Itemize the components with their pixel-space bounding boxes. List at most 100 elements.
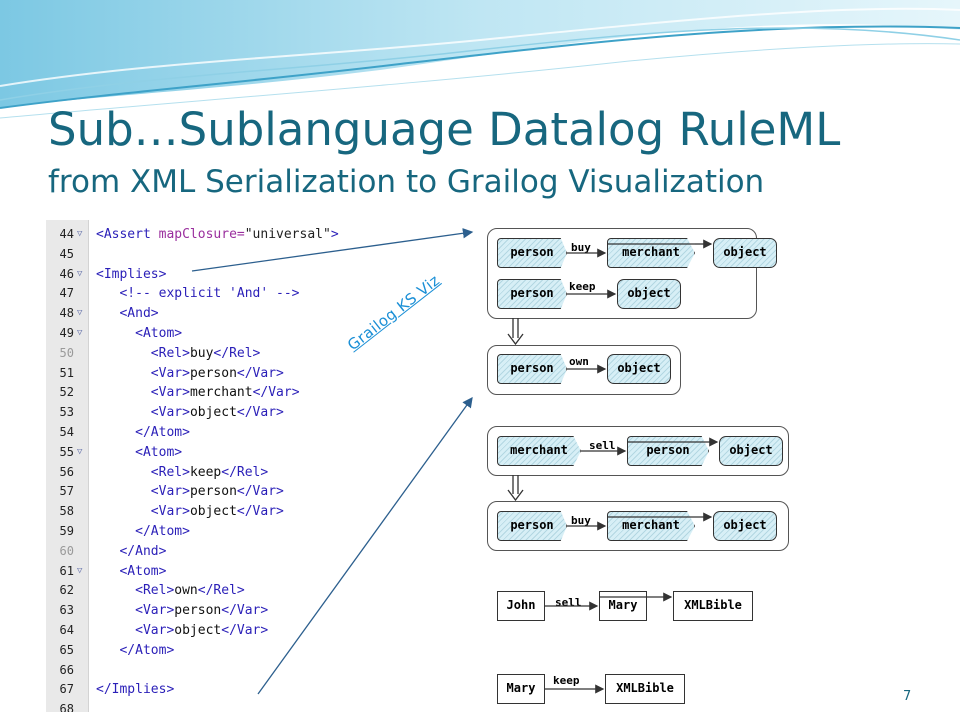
code-text: <Var>person</Var> <box>135 603 269 619</box>
node-merchant: merchant <box>607 511 695 541</box>
fact-node-john: John <box>497 591 545 621</box>
line-number: 62 <box>59 583 74 598</box>
fold-toggle-icon[interactable]: ▽ <box>77 565 83 576</box>
fold-toggle-icon[interactable]: ▽ <box>77 328 83 338</box>
relation-label-buy: buy <box>571 514 591 527</box>
code-line: 54 </Atom> <box>46 423 428 443</box>
code-text: </Atom> <box>135 524 190 539</box>
code-line: 49▽ <Atom> <box>46 324 428 344</box>
code-line: 50 <Rel>buy</Rel> <box>46 344 428 364</box>
code-text: <And> <box>119 306 159 322</box>
fold-toggle-icon[interactable]: ▽ <box>77 268 83 279</box>
grailog-diagram: person merchant object buy person object… <box>473 214 845 712</box>
node-object: object <box>719 436 783 466</box>
line-number: 49 <box>59 326 74 340</box>
code-line: 47 <!-- explicit 'And' --> <box>46 284 428 304</box>
code-text: <Var>merchant</Var> <box>150 385 300 401</box>
code-line: 61▽ <Atom> <box>46 562 428 582</box>
diagram-edges <box>507 239 719 694</box>
code-text: <Atom> <box>135 326 183 341</box>
line-number: 63 <box>59 603 74 618</box>
relation-label-sell: sell <box>589 439 616 452</box>
fold-toggle-icon[interactable]: ▽ <box>77 446 83 457</box>
code-line: 64 <Var>object</Var> <box>46 621 428 641</box>
slide-title: Sub…Sublanguage Datalog RuleML <box>48 103 841 156</box>
line-number: 57 <box>59 484 74 499</box>
line-number: 64 <box>59 623 74 637</box>
node-object: object <box>713 511 777 541</box>
code-text: <Var>person</Var> <box>150 484 284 500</box>
code-text: </Atom> <box>135 425 190 440</box>
line-number: 59 <box>59 524 74 538</box>
line-number: 56 <box>59 464 74 479</box>
line-number: 65 <box>59 642 74 657</box>
code-line: 45 <box>46 245 428 265</box>
line-number: 51 <box>59 365 74 380</box>
code-text: <Var>person</Var> <box>150 365 284 381</box>
code-line: 59 </Atom> <box>46 522 428 542</box>
code-line: 67 </Implies> <box>46 680 428 700</box>
code-line: 66 <box>46 661 428 681</box>
node-person: person <box>627 436 709 466</box>
line-number: 67 <box>59 682 74 697</box>
node-object: object <box>713 238 777 268</box>
code-text: <Var>object</Var> <box>150 504 284 520</box>
code-line: 48▽ <And> <box>46 304 428 324</box>
line-number: 66 <box>59 662 74 677</box>
node-object: object <box>607 354 671 384</box>
slide-subtitle: from XML Serialization to Grailog Visual… <box>48 164 765 200</box>
line-number: 68 <box>59 702 74 712</box>
line-number: 55 <box>59 444 74 459</box>
code-text: <Var>object</Var> <box>135 623 269 638</box>
fold-toggle-icon[interactable]: ▽ <box>77 229 83 239</box>
line-number: 48 <box>59 306 74 321</box>
node-person: person <box>497 238 567 268</box>
relation-label-buy: buy <box>571 241 591 254</box>
line-number: 46 <box>59 266 74 281</box>
line-number: 47 <box>59 286 74 301</box>
code-text: <Var>object</Var> <box>150 405 284 421</box>
implication-arrow <box>507 318 524 502</box>
line-number: 60 <box>59 543 74 558</box>
node-object: object <box>617 279 681 309</box>
line-number-gutter <box>46 220 89 712</box>
code-line: 53 <Var>object</Var> <box>46 403 428 423</box>
node-merchant: merchant <box>607 238 695 268</box>
code-text: <Rel>buy</Rel> <box>150 345 261 361</box>
line-number: 50 <box>59 345 74 360</box>
line-number: 54 <box>59 425 74 439</box>
code-line: 52 <Var>merchant</Var> <box>46 383 428 403</box>
code-line: 58 <Var>object</Var> <box>46 502 428 522</box>
code-text: <Rel>keep</Rel> <box>150 464 269 480</box>
code-line: 60 </And> <box>46 542 428 562</box>
code-text: </Atom> <box>119 642 175 658</box>
code-line: 51 <Var>person</Var> <box>46 364 428 384</box>
code-line: 65 </Atom> <box>46 641 428 661</box>
node-merchant: merchant <box>497 436 581 466</box>
line-number: 58 <box>59 504 74 519</box>
line-number: 52 <box>59 385 74 400</box>
code-line: 63 <Var>person</Var> <box>46 601 428 621</box>
node-person: person <box>497 279 567 309</box>
code-text: <Implies> <box>96 266 167 282</box>
relation-label-keep: keep <box>553 674 580 687</box>
code-line: 44▽<Assert mapClosure="universal"> <box>46 225 428 245</box>
fold-toggle-icon[interactable]: ▽ <box>77 308 83 319</box>
code-text: <Atom> <box>119 563 167 579</box>
node-person: person <box>497 354 567 384</box>
code-text: <Rel>own</Rel> <box>135 583 245 599</box>
relation-label-keep: keep <box>569 280 596 293</box>
page-number: 7 <box>903 689 912 704</box>
code-line: 56 <Rel>keep</Rel> <box>46 463 428 483</box>
fact-node-xmlbible: XMLBible <box>673 591 753 621</box>
code-line: 55▽ <Atom> <box>46 443 428 463</box>
code-text: </And> <box>119 543 167 559</box>
code-line: 57 <Var>person</Var> <box>46 482 428 502</box>
code-text: <Atom> <box>135 444 183 460</box>
code-text: </Implies> <box>96 682 175 698</box>
fact-node-mary: Mary <box>599 591 647 621</box>
node-person: person <box>497 511 567 541</box>
line-number: 45 <box>59 246 74 261</box>
